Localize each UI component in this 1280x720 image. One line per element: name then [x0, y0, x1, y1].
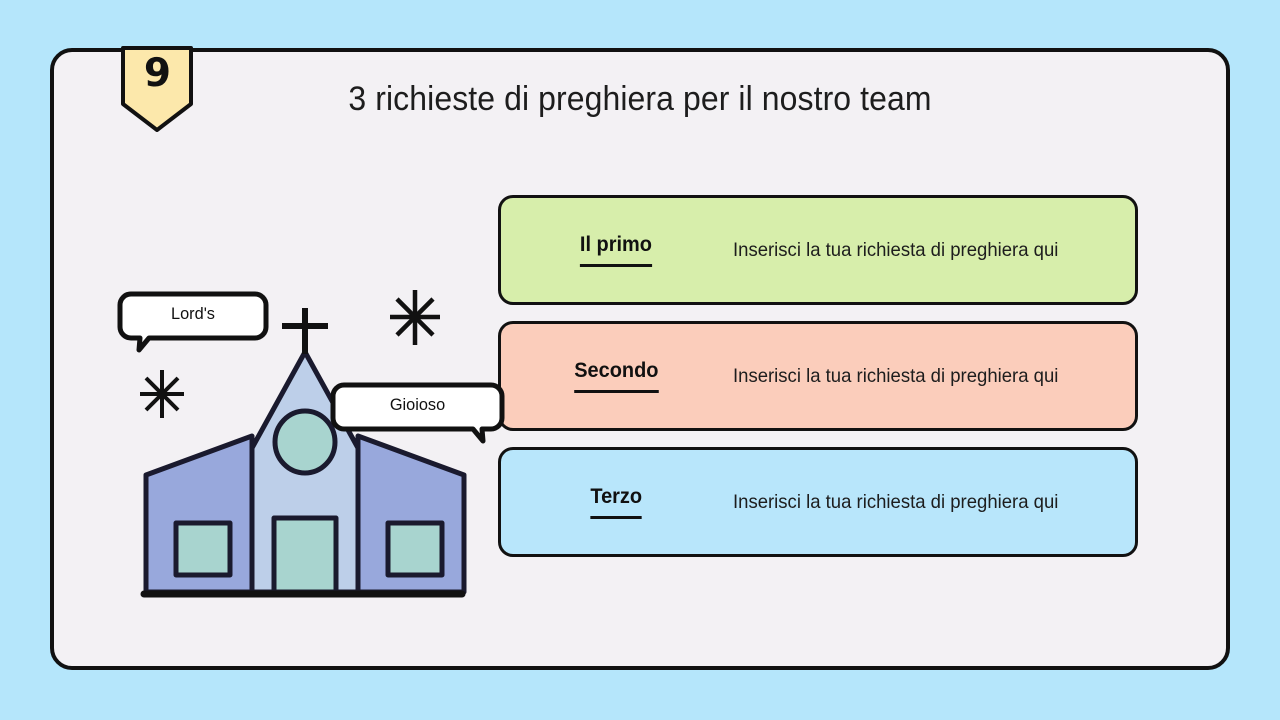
church-left-window [173, 520, 233, 578]
prayer-row-second[interactable]: Secondo Inserisci la tua richiesta di pr… [498, 321, 1138, 431]
church-door [271, 515, 339, 595]
church-round-window [272, 408, 338, 476]
prayer-row-placeholder-text[interactable]: Inserisci la tua richiesta di preghiera … [733, 364, 1059, 387]
church-right-window [385, 520, 445, 578]
sparkle-icon [140, 370, 184, 418]
sparkle-icon [390, 290, 440, 345]
lords-bubble-label: Lord's [171, 304, 215, 323]
prayer-request-list: Il primo Inserisci la tua richiesta di p… [498, 195, 1138, 573]
page-title: 3 richieste di preghiera per il nostro t… [348, 80, 932, 118]
prayer-row-placeholder-text[interactable]: Inserisci la tua richiesta di preghiera … [733, 238, 1059, 261]
page-number-bookmark: 9 [121, 46, 193, 132]
prayer-row-label-wrap: Il primo [551, 233, 681, 267]
prayer-row-third[interactable]: Terzo Inserisci la tua richiesta di preg… [498, 447, 1138, 557]
prayer-row-placeholder-text[interactable]: Inserisci la tua richiesta di preghiera … [733, 490, 1059, 513]
gioioso-speech-bubble[interactable]: Gioioso [330, 382, 505, 444]
lords-speech-bubble[interactable]: Lord's [117, 291, 269, 353]
prayer-row-label: Secondo [573, 359, 659, 393]
prayer-row-label: Terzo [590, 485, 642, 519]
church-illustration [100, 270, 520, 620]
cross-icon [282, 308, 328, 354]
gioioso-bubble-label: Gioioso [389, 395, 446, 414]
prayer-row-label-wrap: Terzo [551, 485, 681, 519]
prayer-row-first[interactable]: Il primo Inserisci la tua richiesta di p… [498, 195, 1138, 305]
page-number-label: 9 [143, 51, 171, 96]
prayer-row-label: Il primo [579, 233, 653, 267]
prayer-row-label-wrap: Secondo [551, 359, 681, 393]
